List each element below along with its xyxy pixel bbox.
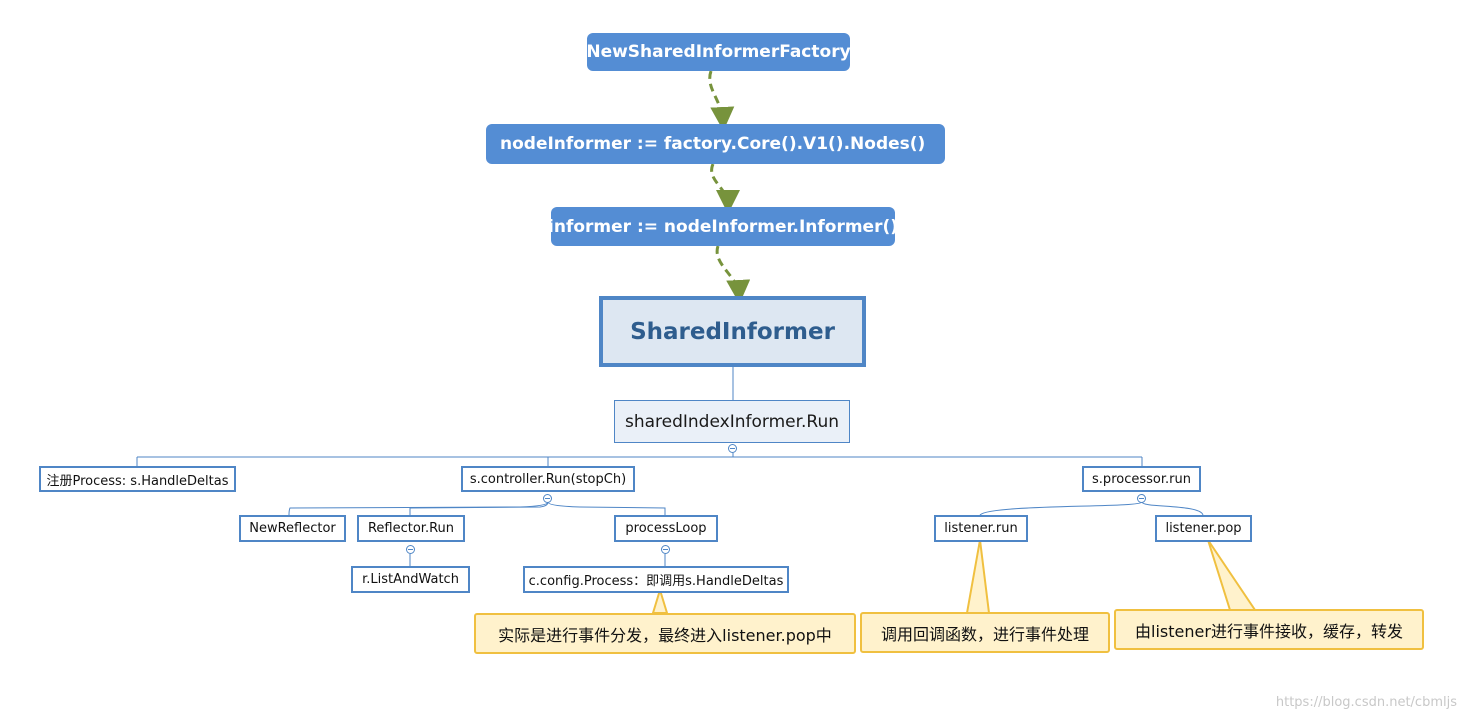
callout-dispatch: 实际是进行事件分发，最终进入listener.pop中 xyxy=(474,613,856,654)
shared-informer-node: SharedInformer xyxy=(599,296,866,367)
reflector-run-node: Reflector.Run xyxy=(357,515,465,542)
node-informer-node: nodeInformer := factory.Core().V1().Node… xyxy=(486,124,945,164)
controller-run-node: s.controller.Run(stopCh) xyxy=(461,466,635,492)
collapse-icon[interactable] xyxy=(728,444,737,453)
process-loop-node: processLoop xyxy=(614,515,718,542)
callout-pointer-callback xyxy=(965,539,991,614)
arrow-factory-to-nodeinformer xyxy=(708,70,735,131)
collapse-icon[interactable] xyxy=(1137,494,1146,503)
callout-pointer-receive xyxy=(1207,539,1257,611)
config-process-node: c.config.Process：即调用s.HandleDeltas xyxy=(523,566,789,593)
new-reflector-node: NewReflector xyxy=(239,515,346,542)
arrow-nodeinformer-to-informer xyxy=(710,163,740,214)
watermark: https://blog.csdn.net/cbmljs xyxy=(1275,695,1457,710)
factory-node: NewSharedInformerFactory xyxy=(586,33,851,71)
informer-node: informer := nodeInformer.Informer() xyxy=(548,207,898,246)
callout-receive: 由listener进行事件接收，缓存，转发 xyxy=(1114,609,1424,650)
listener-run-node: listener.run xyxy=(934,515,1028,542)
shared-index-informer-run-node: sharedIndexInformer.Run xyxy=(614,400,850,443)
register-process-node: 注册Process: s.HandleDeltas xyxy=(39,466,236,492)
list-and-watch-node: r.ListAndWatch xyxy=(351,566,470,593)
callout-pointer-dispatch xyxy=(651,586,669,614)
collapse-icon[interactable] xyxy=(543,494,552,503)
collapse-icon[interactable] xyxy=(661,545,670,554)
arrow-informer-to-sharedinformer xyxy=(715,245,751,304)
collapse-icon[interactable] xyxy=(406,545,415,554)
processor-run-node: s.processor.run xyxy=(1082,466,1201,492)
listener-pop-node: listener.pop xyxy=(1155,515,1252,542)
callout-callback: 调用回调函数，进行事件处理 xyxy=(860,612,1110,653)
